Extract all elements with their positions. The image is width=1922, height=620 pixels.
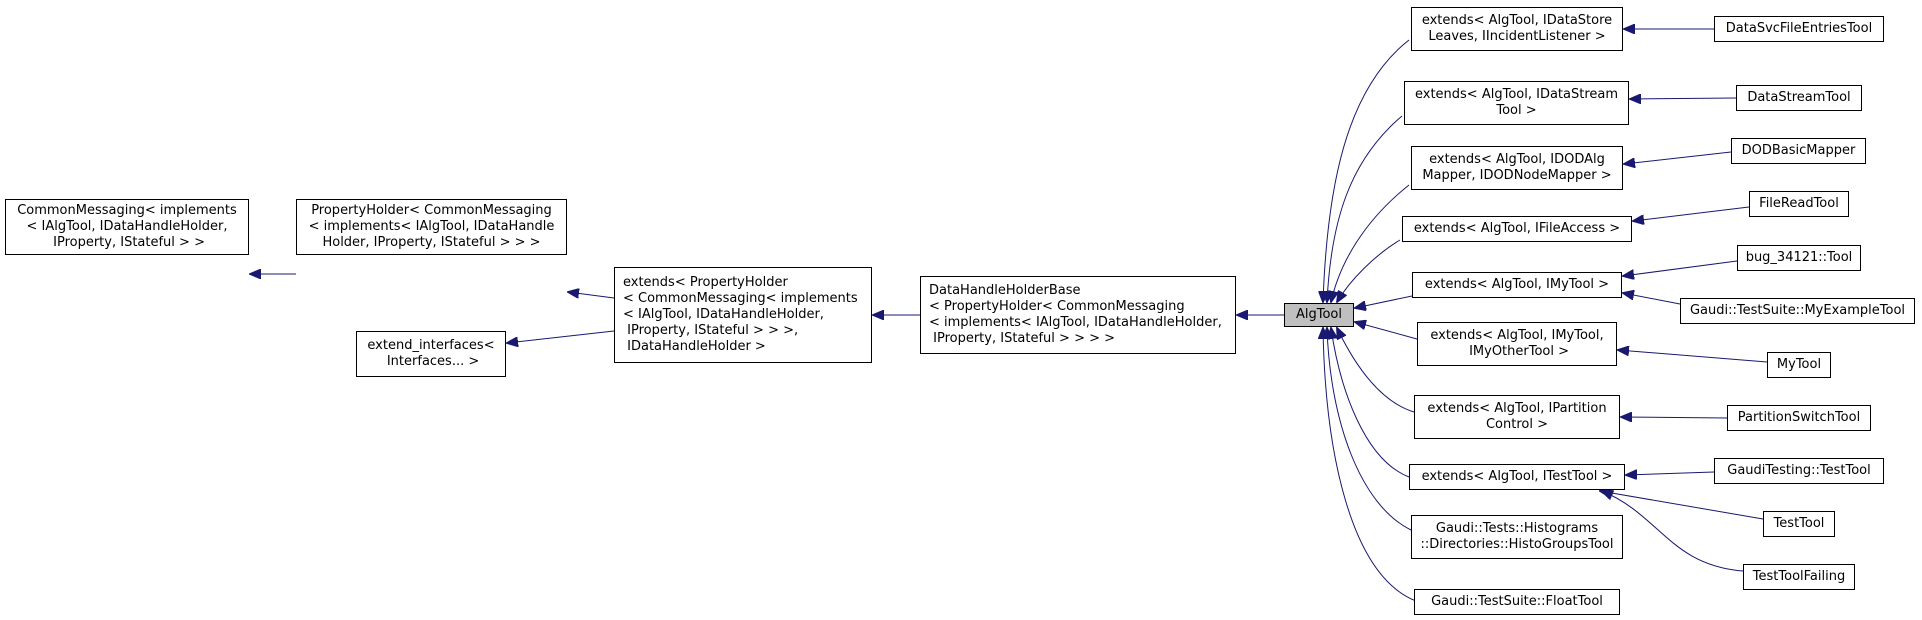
edge-floattool-to-algtool (1323, 328, 1417, 602)
node-dodbasicmapper[interactable]: DODBasicMapper (1731, 138, 1866, 164)
node-extends-propertyholder[interactable]: extends< PropertyHolder < CommonMessagin… (614, 267, 872, 363)
edge-ext-dodalg-to-algtool (1331, 184, 1410, 302)
edge-gauditesting-testtool-to-ext-testtool (1626, 472, 1715, 475)
node-extends-algtool-imytool[interactable]: extends< AlgTool, IMyTool > (1412, 272, 1622, 298)
edge-testtool-to-ext-testtool (1600, 491, 1764, 520)
edge-ext-datastore-to-algtool (1323, 39, 1410, 302)
node-extends-algtool-itesttool[interactable]: extends< AlgTool, ITestTool > (1409, 464, 1625, 490)
edge-filereadtool-to-ext-fileaccess (1633, 206, 1750, 221)
node-extends-algtool-idatastreamtool[interactable]: extends< AlgTool, IDataStream Tool > (1404, 81, 1629, 125)
edge-extends-propertyholder-to-propertyholder (568, 292, 615, 299)
edge-partitionswitchtool-to-ext-partition (1621, 417, 1728, 418)
edge-ext-datastream-to-algtool (1327, 115, 1403, 302)
node-myexampletool[interactable]: Gaudi::TestSuite::MyExampleTool (1680, 298, 1915, 324)
node-testtoolfailing[interactable]: TestToolFailing (1743, 564, 1855, 590)
edge-ext-mytool-to-algtool (1355, 295, 1413, 308)
edge-ext-testtool-to-algtool (1331, 328, 1410, 478)
node-extends-algtool-idatastoreleaves[interactable]: extends< AlgTool, IDataStore Leaves, IIn… (1411, 7, 1623, 51)
node-partitionswitchtool[interactable]: PartitionSwitchTool (1727, 405, 1871, 431)
node-datahandleholderbase[interactable]: DataHandleHolderBase < PropertyHolder< C… (920, 276, 1236, 354)
edge-dodbasicmapper-to-ext-dodalg (1624, 151, 1732, 164)
node-extends-algtool-ipartitioncontrol[interactable]: extends< AlgTool, IPartition Control > (1414, 395, 1620, 439)
node-extend-interfaces[interactable]: extend_interfaces< Interfaces... > (356, 331, 506, 377)
edge-ext-partition-to-algtool (1337, 328, 1415, 413)
edge-datastreamtool-to-ext-datastream (1630, 98, 1737, 99)
edge-testtoolfailing-to-ext-testtool (1602, 491, 1744, 572)
node-propertyholder[interactable]: PropertyHolder< CommonMessaging < implem… (296, 199, 567, 255)
node-extends-algtool-idodalgmapper[interactable]: extends< AlgTool, IDODAlg Mapper, IDODNo… (1411, 146, 1623, 190)
node-algtool[interactable]: AlgTool (1284, 303, 1354, 327)
node-extends-algtool-imyothertool[interactable]: extends< AlgTool, IMyTool, IMyOtherTool … (1417, 322, 1617, 366)
node-floattool[interactable]: Gaudi::TestSuite::FloatTool (1414, 589, 1620, 615)
node-histogroupstool[interactable]: Gaudi::Tests::Histograms ::Directories::… (1411, 515, 1623, 559)
node-bug-34121-tool[interactable]: bug_34121::Tool (1737, 245, 1861, 271)
edge-ext-fileaccess-to-algtool (1337, 239, 1401, 302)
edge-mytool-to-ext-myother (1618, 350, 1768, 363)
node-datastreamtool[interactable]: DataStreamTool (1736, 85, 1862, 111)
node-commonmessaging[interactable]: CommonMessaging< implements < IAlgTool, … (5, 199, 249, 255)
edge-myexampletool-to-ext-mytool (1623, 293, 1681, 305)
node-filereadtool[interactable]: FileReadTool (1749, 191, 1849, 217)
node-extends-algtool-ifileaccess[interactable]: extends< AlgTool, IFileAccess > (1402, 216, 1632, 242)
edge-ext-myother-to-algtool (1355, 322, 1418, 340)
node-mytool[interactable]: MyTool (1767, 352, 1831, 378)
node-testtool[interactable]: TestTool (1763, 511, 1835, 537)
edge-bug-34121-to-ext-mytool (1623, 260, 1738, 276)
edge-extends-propertyholder-to-extend-interfaces (507, 330, 615, 343)
node-datasvcfileentriestool[interactable]: DataSvcFileEntriesTool (1714, 16, 1884, 42)
edge-histogroupstool-to-algtool (1327, 328, 1412, 531)
node-gauditesting-testtool[interactable]: GaudiTesting::TestTool (1714, 458, 1884, 484)
